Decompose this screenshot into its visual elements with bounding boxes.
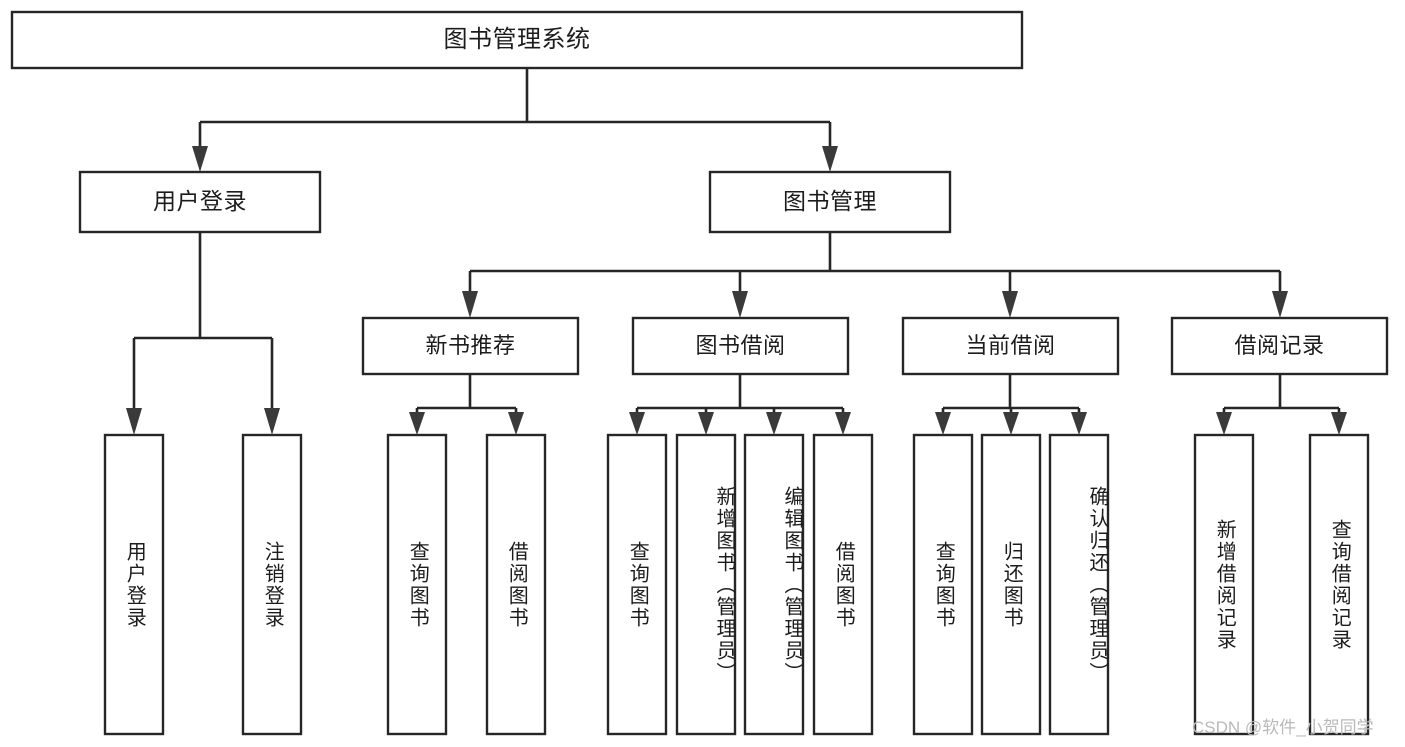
arrow-head-icon xyxy=(1071,412,1087,435)
arrow-head-icon xyxy=(462,291,478,318)
arrow-head-icon xyxy=(835,412,851,435)
node-box-leaf-7[interactable] xyxy=(812,433,874,736)
arrow-head-icon xyxy=(935,412,951,435)
arrow-head-icon xyxy=(1003,412,1019,435)
node-box-leaf-2[interactable] xyxy=(386,433,448,736)
arrow-head-icon xyxy=(1216,412,1232,435)
arrow-head-icon xyxy=(732,291,748,318)
node-box-root[interactable] xyxy=(10,10,1024,70)
arrow-head-icon xyxy=(1272,291,1288,318)
connector-group-l1-0 xyxy=(126,232,280,435)
node-box-leaf-12[interactable] xyxy=(1308,433,1370,736)
connector-group-l2-0 xyxy=(409,374,524,435)
connector-group-l2-3 xyxy=(1216,374,1347,435)
node-box-leaf-11[interactable] xyxy=(1193,433,1255,736)
arrow-head-icon xyxy=(126,408,142,435)
node-box-leaf-5[interactable] xyxy=(675,433,737,736)
node-box-l2-0[interactable] xyxy=(361,316,580,376)
node-box-l1-1[interactable] xyxy=(708,170,952,234)
arrow-head-icon xyxy=(1002,291,1018,318)
node-box-leaf-8[interactable] xyxy=(912,433,974,736)
arrow-head-icon xyxy=(822,146,838,172)
connector-group-l2-2 xyxy=(935,374,1087,435)
node-box-leaf-1[interactable] xyxy=(241,433,303,736)
arrow-head-icon xyxy=(698,412,714,435)
connector-group-root xyxy=(192,68,838,172)
node-box-l2-2[interactable] xyxy=(901,316,1120,376)
arrow-head-icon xyxy=(629,412,645,435)
connector-group-l1-1 xyxy=(462,232,1288,318)
arrow-head-icon xyxy=(508,412,524,435)
connector-group-l2-1 xyxy=(629,374,851,435)
arrow-head-icon xyxy=(1331,412,1347,435)
node-box-leaf-3[interactable] xyxy=(485,433,547,736)
node-box-leaf-0[interactable] xyxy=(103,433,165,736)
node-box-leaf-9[interactable] xyxy=(980,433,1042,736)
arrow-head-icon xyxy=(409,412,425,435)
node-box-l2-3[interactable] xyxy=(1170,316,1389,376)
arrow-head-icon xyxy=(192,146,208,172)
arrow-head-icon xyxy=(264,408,280,435)
node-box-l2-1[interactable] xyxy=(631,316,850,376)
node-box-leaf-6[interactable] xyxy=(743,433,805,736)
arrow-head-icon xyxy=(766,412,782,435)
node-box-leaf-10[interactable] xyxy=(1048,433,1110,736)
node-box-l1-0[interactable] xyxy=(78,170,322,234)
node-box-leaf-4[interactable] xyxy=(606,433,668,736)
